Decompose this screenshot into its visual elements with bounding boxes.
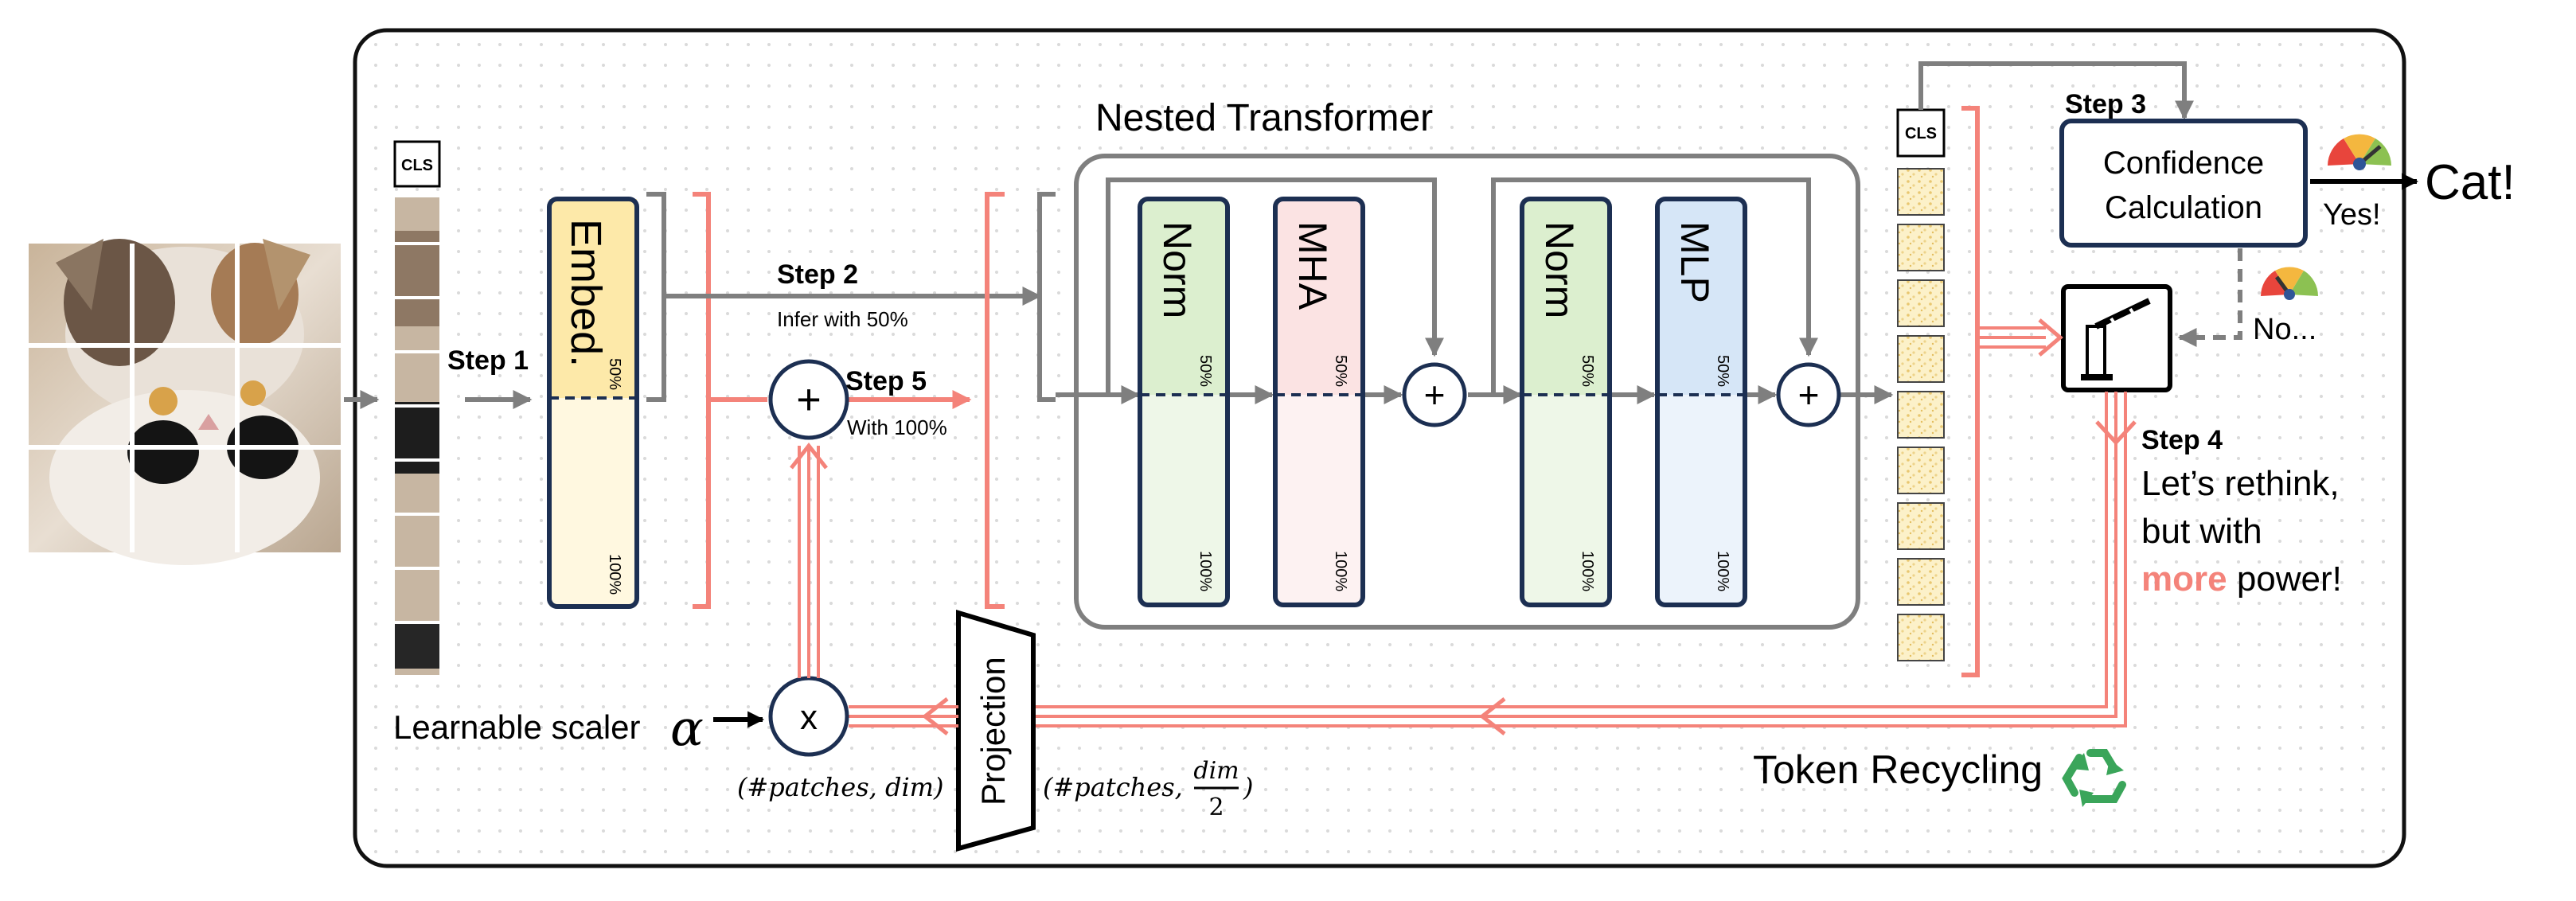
mlp-pct-full: 100% (1714, 551, 1731, 591)
output-cls-label: CLS (1905, 125, 1937, 142)
token-recycling-label: Token Recycling (1753, 747, 2043, 792)
nested-transformer-title: Nested Transformer (1095, 97, 1433, 139)
mha-pct-half: 50% (1332, 355, 1349, 387)
mha-label: MHA (1290, 221, 1335, 310)
embed-block: Embed. 50% 100% (547, 197, 639, 609)
confidence-line2: Calculation (2105, 190, 2262, 225)
yes-label: Yes! (2323, 198, 2381, 232)
norm1-pct-half: 50% (1196, 355, 1214, 387)
step1-label: Step 1 (447, 345, 529, 376)
step2-sublabel: Infer with 50% (777, 307, 908, 331)
add-symbol-step5: + (796, 376, 822, 423)
residual-add-2-symbol: + (1798, 374, 1820, 415)
recycle-icon (2062, 749, 2126, 807)
mha-block: MHA 50% 100% (1273, 197, 1365, 607)
confidence-box (2059, 119, 2308, 248)
norm2-label: Norm (1537, 221, 1582, 318)
step4-line1: Let’s rethink, (2141, 464, 2340, 503)
norm2-pct-full: 100% (1579, 551, 1596, 591)
input-cls-label: CLS (401, 157, 433, 174)
alpha-symbol: α (670, 699, 704, 757)
gauge-icon-no (2261, 267, 2318, 300)
output-tokens: CLS (1896, 108, 1946, 661)
step5-sublabel: With 100% (847, 415, 947, 439)
add-node-step5 (768, 359, 849, 440)
embed-pct-half: 50% (606, 358, 623, 390)
step4-line2: but with (2141, 512, 2262, 551)
norm2-pct-half: 50% (1579, 355, 1596, 387)
step4-line3: more power! (2141, 560, 2342, 599)
step4-line3-rest: power! (2237, 560, 2342, 599)
dims-half-prefix: (#patches, (1043, 772, 1183, 802)
residual-add-1-symbol: + (1424, 374, 1446, 415)
embed-pct-full: 100% (606, 554, 623, 595)
dims-half-denominator: 2 (1208, 794, 1224, 821)
residual-add-1 (1402, 362, 1467, 427)
mha-pct-full: 100% (1332, 551, 1349, 591)
projection-block (956, 609, 1036, 852)
projection-label: Projection (974, 657, 1012, 805)
input-patch-tokens: CLS (393, 140, 441, 675)
dims-half-suffix: ) (1243, 772, 1253, 802)
result-label: Cat! (2425, 155, 2516, 210)
mlp-block: MLP 50% 100% (1655, 197, 1747, 607)
cat-photo (29, 239, 341, 565)
step4-highlight: more (2141, 560, 2227, 599)
step4-label: Step 4 (2141, 425, 2223, 455)
mlp-pct-half: 50% (1714, 355, 1731, 387)
dims-full: (#patches, dim) (737, 772, 944, 802)
residual-add-2 (1776, 362, 1841, 427)
barrier-gate-icon (2061, 284, 2172, 392)
step2-label: Step 2 (777, 259, 858, 290)
norm2-block: Norm 50% 100% (1520, 197, 1612, 607)
norm1-label: Norm (1155, 221, 1200, 318)
dims-half-numerator: dim (1193, 757, 1239, 785)
learnable-scaler-label: Learnable scaler (393, 708, 641, 746)
confidence-line1: Confidence (2103, 146, 2264, 181)
step5-label: Step 5 (845, 366, 927, 396)
embed-label: Embed. (562, 219, 610, 367)
multiply-symbol: x (800, 698, 818, 737)
no-label: No... (2253, 313, 2316, 346)
gauge-icon (2328, 134, 2391, 170)
step3-label: Step 3 (2065, 89, 2146, 119)
norm1-block: Norm 50% 100% (1138, 197, 1230, 607)
mlp-label: MLP (1672, 221, 1717, 303)
norm1-pct-full: 100% (1196, 551, 1214, 591)
